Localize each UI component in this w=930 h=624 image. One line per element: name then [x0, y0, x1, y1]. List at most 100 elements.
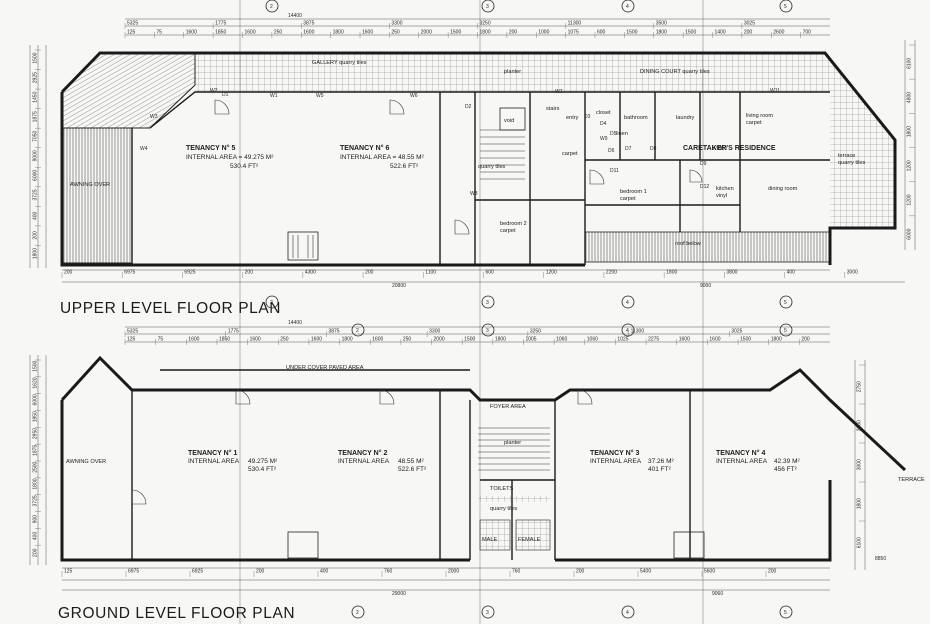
quarry-tiles-label: quarry tiles	[478, 164, 506, 170]
male-toilet-label: MALE	[482, 537, 498, 543]
dimension-value: 2200	[606, 270, 617, 276]
dimension-value: 250	[280, 337, 289, 343]
dimension-value: 200	[801, 337, 810, 343]
dining-court-label: DINING COURT quarry tiles	[640, 69, 710, 75]
dining-room-label: dining room	[768, 186, 798, 192]
door-swing	[235, 389, 251, 405]
grid-column-marker	[351, 605, 365, 619]
grid-column-marker	[481, 0, 495, 13]
under-cover-label: UNDER COVER PAVED AREA	[286, 365, 364, 371]
dimension-value: 1450	[33, 91, 39, 102]
dimension-value: 6100	[907, 58, 913, 69]
tenancy-5-title: TENANCY N° 5	[186, 144, 235, 152]
window-door-tag: D8	[650, 146, 657, 152]
ground-terrace-label: TERRACE	[898, 477, 925, 483]
dimension-value: 1800	[33, 248, 39, 259]
tenancy-3-area-value: 37.26 M²	[648, 458, 674, 465]
dimension-value: 75	[156, 30, 162, 36]
dimension-value: 600	[486, 270, 495, 276]
tenancy-1-title: TENANCY N° 1	[188, 449, 237, 457]
dimension-value: 6975	[124, 270, 135, 276]
tenancy-4-area-value: 42.39 M²	[774, 458, 800, 465]
dimension-value: 1875	[33, 445, 39, 456]
window-door-tag: D12	[700, 184, 709, 190]
dimension-value: 3025	[744, 21, 755, 27]
dimension-value: 3300	[391, 21, 402, 27]
dimension-value: 125	[64, 569, 73, 575]
dimension-value: 1950	[33, 411, 39, 422]
dimension-value: 1600	[709, 337, 720, 343]
grid-column-marker	[481, 323, 495, 337]
dimension-value: 200	[33, 231, 39, 240]
dimension-value: 1025	[617, 337, 628, 343]
dimension-value: 200	[768, 569, 777, 575]
ground-overall-dimension: 14400	[288, 320, 302, 326]
window-door-tag: W8	[470, 191, 478, 197]
window-door-tag: W10	[712, 146, 723, 152]
grid-column-number: 2	[356, 328, 359, 334]
dimension-value: 1600	[372, 337, 383, 343]
upper-awning-hatch	[61, 127, 133, 264]
tenancy-3-area-label: INTERNAL AREA	[590, 458, 642, 465]
tenancy-2-area-value: 48.55 M²	[398, 458, 424, 465]
tenancy-2-title: TENANCY N° 2	[338, 449, 387, 457]
window-door-tag: D7	[625, 146, 632, 152]
dimension-value: 1600	[250, 337, 261, 343]
grid-column-number: 2	[356, 610, 359, 616]
window-door-tag: W4	[140, 146, 148, 152]
upper-roof-below-hatch	[584, 231, 831, 263]
grid-column-marker	[621, 605, 635, 619]
window-door-tag: W7	[555, 89, 563, 95]
dimension-value: 1060	[556, 337, 567, 343]
dimension-value: 1600	[362, 30, 373, 36]
dimension-value: 1500	[685, 30, 696, 36]
window-door-tag: W2	[210, 88, 218, 94]
upper-awning-label: AWNING OVER	[70, 182, 110, 188]
upper-stairs	[480, 107, 526, 180]
grid-column-marker	[621, 323, 635, 337]
upper-planter-label: planter	[504, 69, 521, 75]
window-door-tag: D6	[608, 148, 615, 154]
dimension-value: 400	[33, 211, 39, 220]
dimension-value: 1600	[186, 30, 197, 36]
grid-column-marker	[779, 0, 793, 13]
door-swing	[689, 169, 703, 183]
dimension-value: 2275	[648, 337, 659, 343]
grid-column-number: 3	[486, 610, 489, 616]
dimension-value: 900	[33, 515, 39, 524]
dimension-value: 2750	[857, 381, 863, 392]
grid-column-marker	[779, 605, 793, 619]
female-toilet-tiles	[515, 519, 551, 551]
tenancy-3-imperial: 401 FT²	[648, 466, 672, 473]
dimension-value: 1600	[188, 337, 199, 343]
terrace-floor: quarry tiles	[838, 160, 866, 166]
living-room-label: living room	[746, 113, 773, 119]
linen-label: linen	[616, 131, 628, 137]
upper-total-dimension: 20800	[392, 283, 406, 289]
dimension-value: 1100	[425, 270, 436, 276]
dimension-value: 2500	[33, 461, 39, 472]
tenancy-2-imperial: 522.6 FT²	[398, 466, 427, 473]
dimension-value: 3725	[33, 495, 39, 506]
dimension-value: 1620	[33, 377, 39, 388]
dimension-value: 2000	[434, 337, 445, 343]
toilets-label: TOILETS	[490, 486, 513, 492]
dimension-value: 1500	[464, 337, 475, 343]
dimension-value: 1200	[907, 194, 913, 205]
dimension-value: 1500	[626, 30, 637, 36]
window-door-tag: D9	[700, 161, 707, 167]
dimension-value: 1850	[215, 30, 226, 36]
male-toilet-tiles	[479, 519, 511, 551]
dimension-value: 1800	[907, 126, 913, 137]
tenancy-4-imperial: 456 FT²	[774, 466, 798, 473]
ground-outer-wall	[555, 480, 832, 562]
window-door-tag: W3	[150, 114, 158, 120]
upper-gallery-tiles	[195, 53, 895, 228]
window-door-tag: D11	[610, 168, 619, 174]
dimension-value: 1600	[303, 30, 314, 36]
grid-column-number: 4	[626, 300, 629, 306]
dimension-value: 3725	[33, 189, 39, 200]
ground-stairs	[478, 427, 550, 471]
